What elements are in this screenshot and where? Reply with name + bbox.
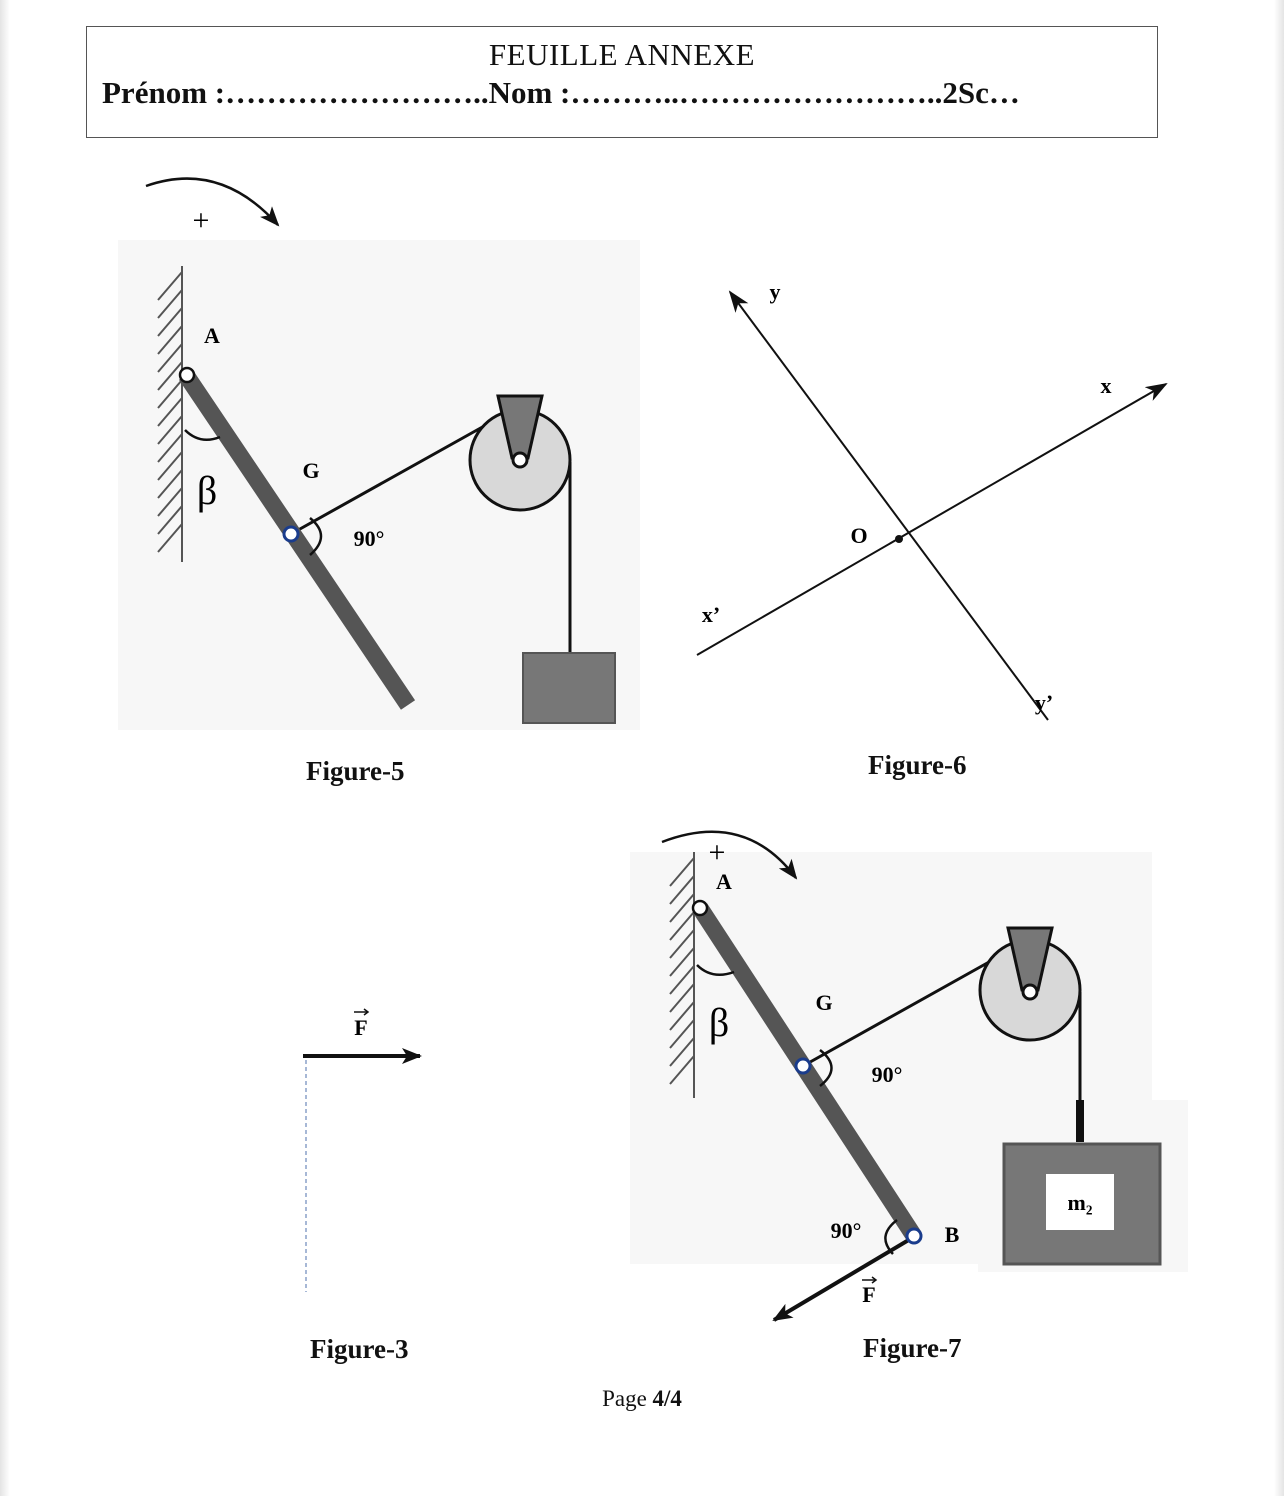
- wall-hatching-icon: [669, 852, 695, 1098]
- student-info-line: Prénom :……………………..Nom :………..……………………..2S…: [102, 75, 1020, 110]
- label-force: F: [862, 1282, 875, 1307]
- rotation-sign: +: [709, 836, 726, 869]
- page-edge-left: [0, 0, 10, 1496]
- vector-head-icon: [363, 1008, 370, 1016]
- label-a: A: [204, 323, 220, 348]
- label-90: 90°: [354, 526, 385, 551]
- mass-label-box: [1046, 1174, 1114, 1230]
- label-y: y: [770, 279, 781, 304]
- rope-segment: [802, 955, 999, 1068]
- page-edge-right: [1274, 0, 1284, 1496]
- label-b: B: [945, 1222, 960, 1247]
- annex-title: FEUILLE ANNEXE: [488, 37, 756, 72]
- figure-6-caption: Figure-6: [868, 750, 967, 780]
- figure-5: +: [118, 177, 640, 730]
- point-g-icon: [282, 525, 300, 543]
- angle-right-arc: [884, 1219, 898, 1255]
- angle-beta-arc: [696, 964, 735, 977]
- axis-x-line: [696, 382, 1168, 656]
- figure-7-caption: Figure-7: [863, 1333, 962, 1363]
- point-b-icon: [905, 1227, 923, 1245]
- origin-point-icon: [895, 535, 903, 543]
- pivot-a-icon: [178, 366, 196, 384]
- header-box: FEUILLE ANNEXE Prénom :……………………..Nom :………: [86, 26, 1158, 138]
- figure-3-caption: Figure-3: [310, 1334, 409, 1364]
- figure-7: + m₂: [630, 830, 1188, 1322]
- label-beta: β: [197, 468, 217, 513]
- wall-hatching-icon: [157, 266, 183, 562]
- label-90-g: 90°: [872, 1062, 903, 1087]
- figure-6: y x x’ y’ O: [696, 279, 1168, 721]
- pulley-axle-icon: [1021, 983, 1039, 1001]
- rope-segment: [290, 423, 487, 536]
- label-beta: β: [709, 1000, 729, 1045]
- label-x-prime: x’: [702, 602, 720, 627]
- label-y-prime: y’: [1035, 690, 1053, 715]
- label-g: G: [302, 458, 319, 483]
- label-g: G: [815, 990, 832, 1015]
- label-90-b: 90°: [831, 1218, 862, 1243]
- page-count: 4/4: [652, 1386, 682, 1411]
- label-x: x: [1101, 373, 1112, 398]
- pivot-a-icon: [691, 899, 709, 917]
- point-g-icon: [794, 1057, 812, 1075]
- pulley-axle-icon: [511, 451, 529, 469]
- rotation-arrow-icon: [145, 177, 280, 227]
- page-label: Page: [602, 1386, 647, 1411]
- hanging-block: [522, 652, 616, 724]
- figure-3: F: [303, 1008, 422, 1292]
- angle-beta-arc: [184, 429, 221, 442]
- axis-y-line: [728, 290, 1049, 721]
- label-force: F: [354, 1015, 367, 1040]
- label-a: A: [716, 869, 732, 894]
- angle-right-arc: [819, 1049, 833, 1087]
- figure-5-caption: Figure-5: [306, 756, 405, 786]
- angle-right-arc: [309, 517, 323, 556]
- rotation-sign: +: [193, 204, 210, 237]
- label-mass: m₂: [1068, 1190, 1093, 1215]
- page-number: Page 4/4: [0, 1386, 1284, 1412]
- label-origin: O: [850, 523, 867, 548]
- rotation-arrow-icon: [661, 830, 798, 880]
- force-arrow-icon: [772, 1236, 914, 1322]
- vector-head-icon: [871, 1276, 878, 1284]
